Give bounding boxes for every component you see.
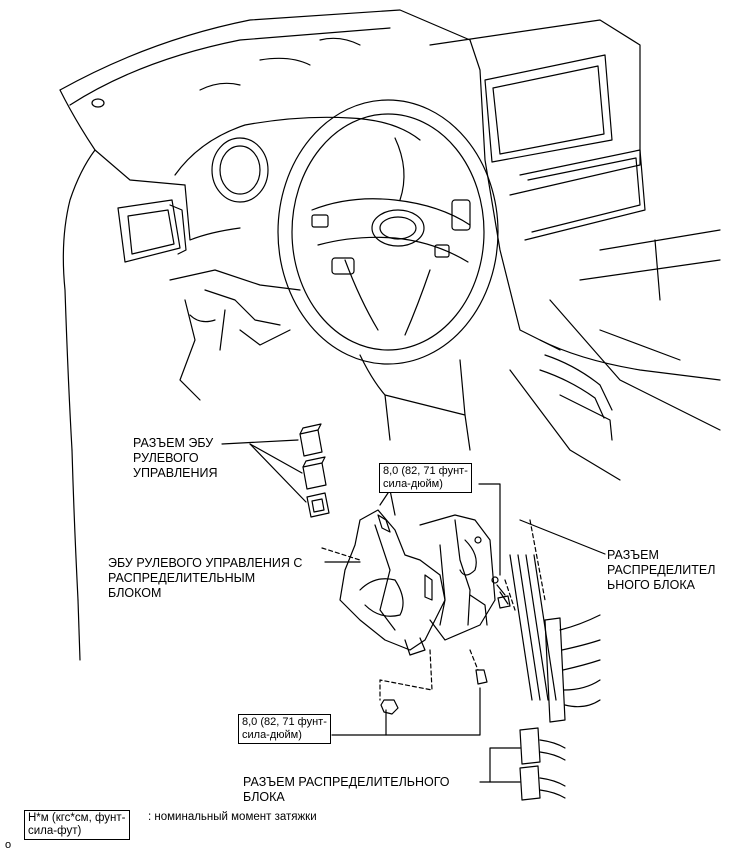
label-ecu-connector-line3: УПРАВЛЕНИЯ [133, 466, 218, 480]
label-ecu-with-block-line2: РАСПРЕДЕЛИТЕЛЬНЫМ [108, 571, 256, 585]
label-ecu-connector-line1: РАЗЪЕМ ЭБУ [133, 436, 214, 450]
label-ecu-with-block-line1: ЭБУ РУЛЕВОГО УПРАВЛЕНИЯ С [108, 556, 303, 570]
torque-box-bottom: 8,0 (82, 71 фунт- сила-дюйм) [238, 714, 331, 744]
torque-box-bottom-line2: сила-дюйм) [242, 729, 302, 741]
under-dash-bracket [169, 269, 301, 401]
bolts [380, 595, 511, 715]
torque-box-top-line2: сила-дюйм) [383, 478, 443, 490]
torque-box-top: 8,0 (82, 71 фунт- сила-дюйм) [379, 463, 472, 493]
torque-box-top-line1: 8,0 (82, 71 фунт- [383, 465, 468, 477]
left-vent [117, 199, 187, 263]
label-ecu-with-block: ЭБУ РУЛЕВОГО УПРАВЛЕНИЯ С РАСПРЕДЕЛИТЕЛЬ… [108, 556, 302, 601]
label-block-connector-bottom: РАЗЪЕМ РАСПРЕДЕЛИТЕЛЬНОГО БЛОКА [243, 775, 450, 805]
label-ecu-with-block-line3: БЛОКОМ [108, 586, 162, 600]
legend-unit-box: Н*м (кгс*см, фунт- сила-фут) [24, 810, 130, 840]
center-console [429, 19, 721, 481]
corner-mark: o [5, 839, 12, 851]
distribution-connectors [519, 727, 566, 801]
label-block-connector-right-line3: ЬНОГО БЛОКА [607, 578, 695, 592]
label-ecu-connector: РАЗЪЕМ ЭБУ РУЛЕВОГО УПРАВЛЕНИЯ [133, 436, 218, 481]
ecu-connectors [299, 423, 330, 518]
wiring-harness [509, 554, 601, 723]
ecu-assembly [339, 489, 509, 656]
parking-lever [539, 354, 613, 441]
legend-unit-line1: Н*м (кгс*см, фунт- [28, 812, 126, 824]
dashboard-outline [59, 9, 471, 661]
legend-description: : номинальный момент затяжки [148, 811, 317, 823]
label-block-connector-bottom-line2: БЛОКА [243, 790, 285, 804]
label-block-connector-right: РАЗЪЕМ РАСПРЕДЕЛИТЕЛ ЬНОГО БЛОКА [607, 548, 715, 593]
steering-wheel [277, 99, 499, 365]
instrument-cluster [174, 116, 421, 241]
leader-lines [324, 483, 606, 783]
steering-column [359, 354, 471, 451]
dashed-assembly-lines [321, 519, 546, 701]
label-ecu-connector-line2: РУЛЕВОГО [133, 451, 199, 465]
legend-unit-line2: сила-фут) [28, 825, 82, 837]
label-block-connector-bottom-line1: РАЗЪЕМ РАСПРЕДЕЛИТЕЛЬНОГО [243, 775, 450, 789]
label-block-connector-right-line1: РАЗЪЕМ [607, 548, 659, 562]
label-block-connector-right-line2: РАСПРЕДЕЛИТЕЛ [607, 563, 716, 577]
torque-box-bottom-line1: 8,0 (82, 71 фунт- [242, 716, 327, 728]
leader-lines-ecu-connector [221, 439, 307, 503]
